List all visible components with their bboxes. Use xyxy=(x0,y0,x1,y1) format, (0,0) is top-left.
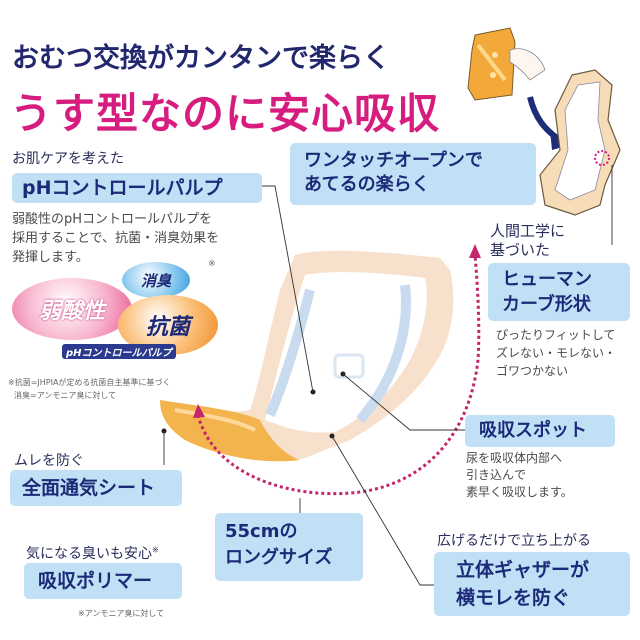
human-curve-label: ヒューマン カーブ形状 xyxy=(488,263,630,321)
hand-icon xyxy=(509,48,546,81)
ph-pulp-logo: pHコントロールパルプ xyxy=(62,344,176,359)
note-mark: ※ xyxy=(208,259,216,269)
absorb-spot-description: 尿を吸収体内部へ 引き込んで 素早く吸収します。 xyxy=(466,451,573,499)
breathable-label: 全面通気シート xyxy=(10,470,182,506)
ph-pulp-label: pHコントロールパルプ xyxy=(12,173,262,203)
gather-caption: 広げるだけで立ち上がる xyxy=(437,533,591,549)
ph-pulp-caption: お肌ケアを考えた xyxy=(12,151,124,167)
absorb-spot-label: 吸収スポット xyxy=(465,415,615,447)
ph-pulp-description: 弱酸性のpHコントロールパルプを 採用することで、抗菌・消臭効果を 発揮します。 xyxy=(12,212,220,265)
human-curve-description: ぴったりフィットして ズレない・モレない・ ゴワつかない xyxy=(496,328,617,378)
ph-pulp-footnote: ※抗菌=JHPIAが定める抗菌自主基準に基づく 消臭=アンモニア臭に対して xyxy=(8,378,171,400)
gather-label: 立体ギャザーが 横モレを防ぐ xyxy=(434,552,630,616)
curve-arrow xyxy=(196,254,481,496)
human-curve-caption: 人間工学に 基づいた xyxy=(490,222,566,259)
polymer-label: 吸収ポリマー xyxy=(24,563,182,599)
breathable-caption: ムレを防ぐ xyxy=(14,453,84,469)
weak-acid-badge: 弱酸性 xyxy=(12,278,132,340)
polymer-caption: 気になる臭いも安心※ xyxy=(26,545,159,562)
polymer-footnote: ※アンモニア臭に対して xyxy=(78,609,165,618)
open-pad-icon xyxy=(539,69,621,216)
headline-line2: うす型なのに安心吸収 xyxy=(10,89,441,138)
deodorant-badge: 消臭 xyxy=(122,262,190,298)
long-size-label: 55cmの ロングサイズ xyxy=(215,513,363,581)
folded-pad-icon xyxy=(467,27,516,101)
headline-line1: おむつ交換がカンタンで楽らく xyxy=(12,43,390,74)
one-touch-label: ワンタッチオープンで あてるの楽らく xyxy=(290,143,536,205)
